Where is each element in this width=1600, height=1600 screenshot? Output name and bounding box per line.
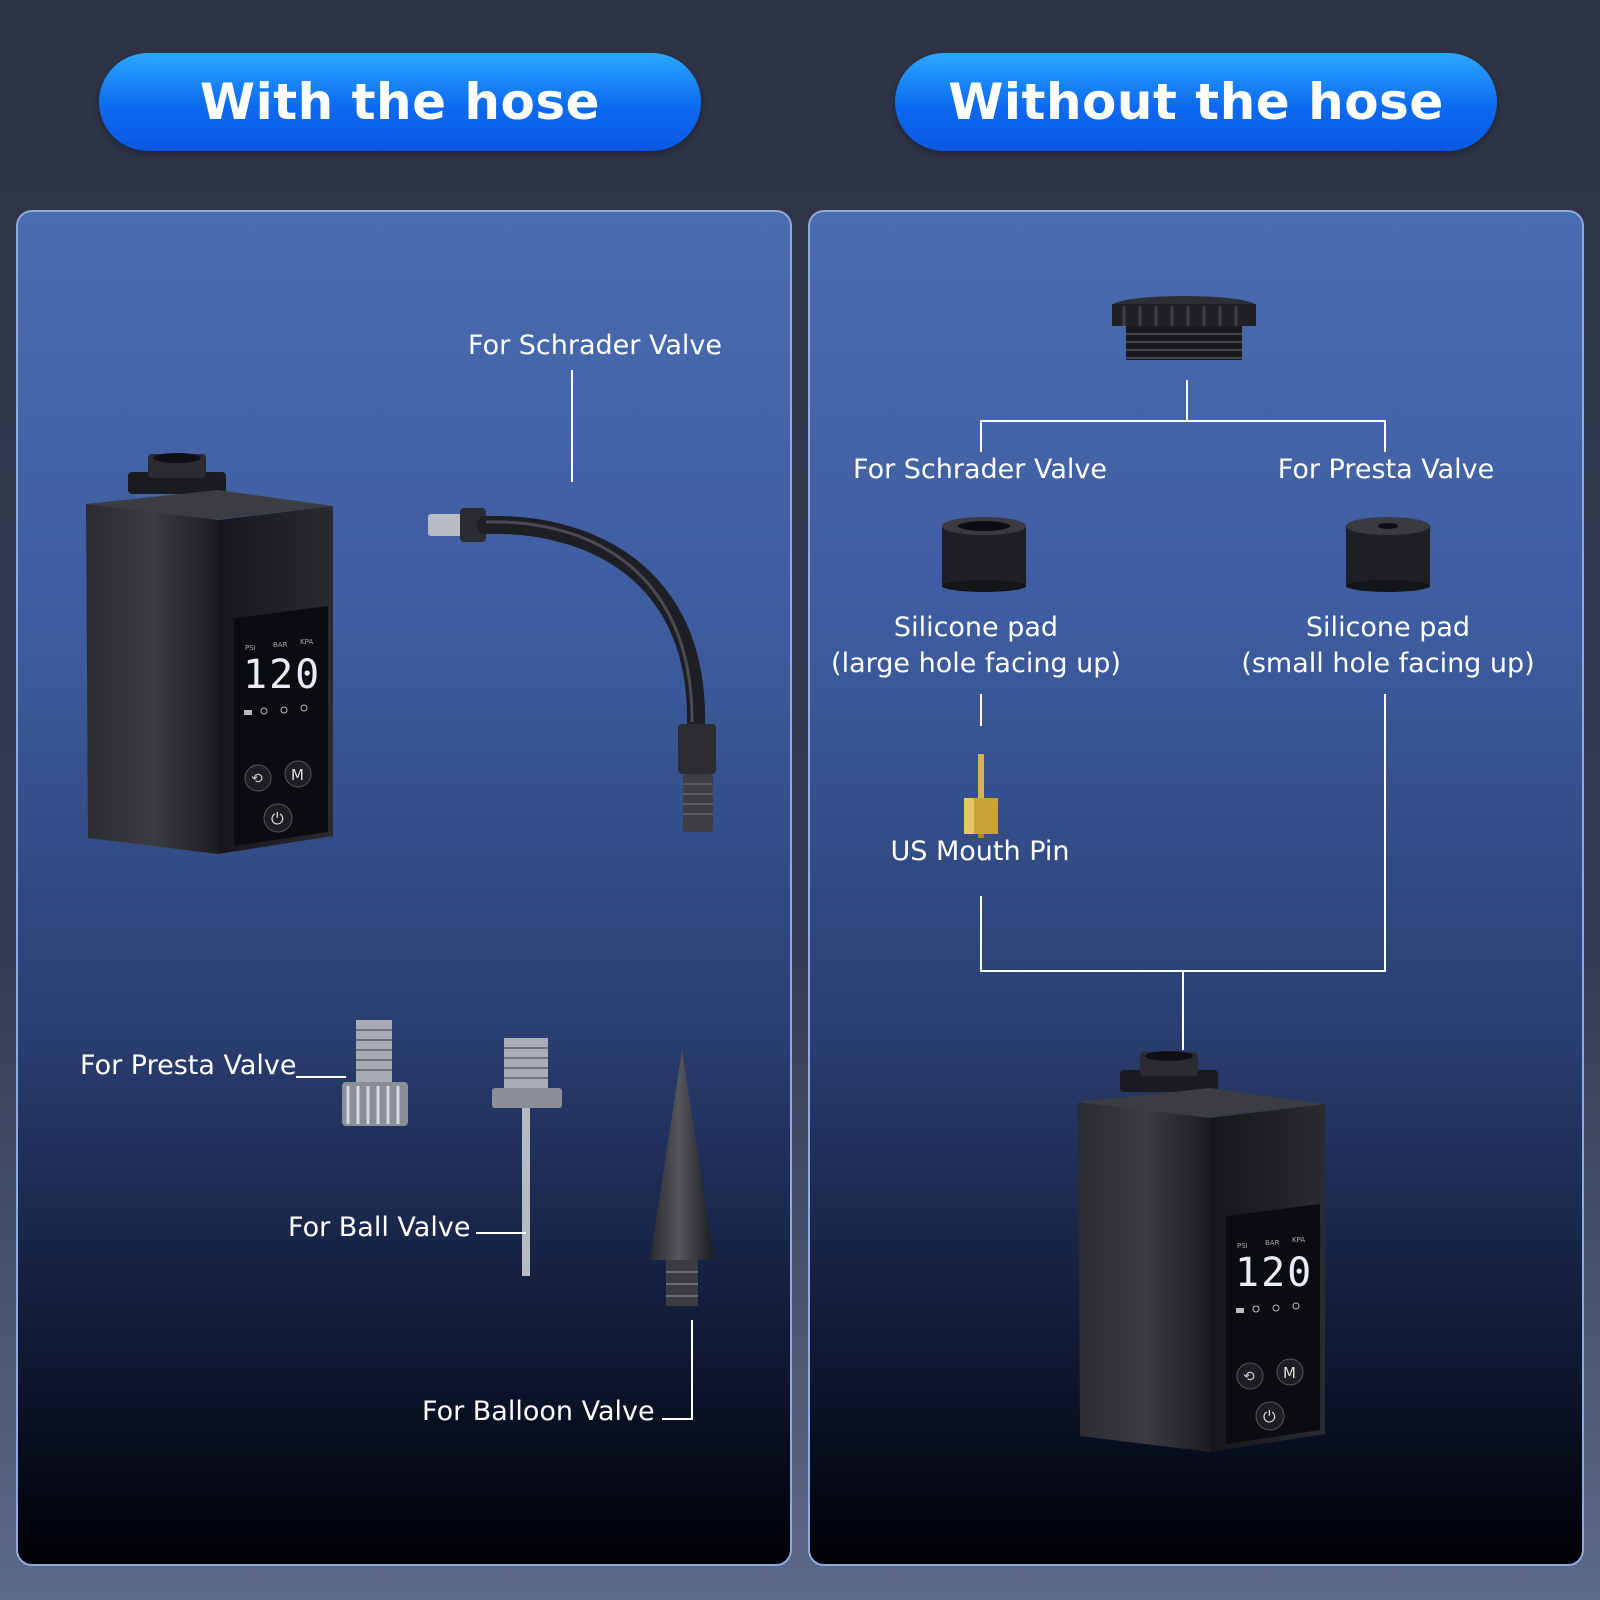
pad-large-title: Silicone pad — [893, 612, 1059, 643]
right-split-left — [980, 420, 982, 452]
svg-text:⟲: ⟲ — [251, 771, 263, 787]
left-balloon-line-h — [662, 1418, 693, 1420]
svg-text:BAR: BAR — [1265, 1239, 1280, 1247]
svg-text:⏻: ⏻ — [1263, 1407, 1276, 1426]
thread-cap-icon — [1112, 296, 1256, 360]
pad-to-pin-line — [980, 694, 982, 726]
svg-text:M: M — [291, 766, 304, 784]
hose-icon — [428, 508, 716, 832]
pad-small-title: Silicone pad — [1305, 612, 1471, 643]
header-with-hose: With the hose — [99, 53, 701, 151]
svg-text:⟲: ⟲ — [1243, 1369, 1255, 1385]
left-balloon-label: For Balloon Valve — [422, 1396, 655, 1427]
pad-small-down-line — [1384, 694, 1386, 972]
svg-text:M: M — [1283, 1364, 1296, 1382]
mouth-pin-label: US Mouth Pin — [890, 836, 1070, 867]
silicone-pad-large-icon — [942, 517, 1026, 592]
mode-button[interactable] — [284, 760, 312, 788]
mouth-pin-icon — [964, 754, 998, 838]
balloon-cone-icon — [650, 1050, 714, 1306]
pump-device-right-icon: PSI BAR KPA 120 ⟲ M ⏻ — [1078, 1051, 1325, 1452]
presta-adapter-icon — [342, 1020, 408, 1126]
right-presta-label: For Presta Valve — [1277, 454, 1495, 485]
pad-large-sub: (large hole facing up) — [831, 648, 1121, 679]
ball-needle-icon — [492, 1038, 562, 1276]
power-right-icon[interactable] — [1255, 1401, 1285, 1431]
cycle-right-icon[interactable] — [1236, 1362, 1264, 1390]
pad-small-label: Silicone pad (small hole facing up) — [1241, 610, 1534, 682]
mode-right-button[interactable] — [1276, 1358, 1304, 1386]
with-hose-panel: For Schrader Valve PSI BAR KPA — [16, 210, 792, 1566]
pad-small-sub: (small hole facing up) — [1241, 648, 1535, 679]
pin-down-line — [980, 896, 982, 972]
right-cap-line — [1186, 380, 1188, 422]
right-split-line — [980, 420, 1386, 422]
power-icon[interactable] — [263, 803, 293, 833]
cycle-icon[interactable] — [244, 764, 272, 792]
right-schrader-label: For Schrader Valve — [853, 454, 1107, 485]
silicone-pad-small-icon — [1346, 517, 1430, 592]
pump-readout: 120 — [243, 652, 321, 698]
left-schrader-label: For Schrader Valve — [468, 330, 722, 361]
unit-psi: PSI — [245, 644, 256, 652]
bottom-join-line — [980, 970, 1386, 972]
to-pump-line — [1182, 972, 1184, 1050]
right-split-right — [1384, 420, 1386, 452]
left-schrader-line — [571, 370, 573, 482]
svg-text:KPA: KPA — [1292, 1236, 1305, 1244]
left-presta-line — [296, 1076, 346, 1078]
left-ball-line — [476, 1232, 526, 1234]
svg-text:KPA: KPA — [300, 638, 313, 646]
svg-text:⏻: ⏻ — [271, 809, 284, 828]
header-with-hose-text: With the hose — [199, 73, 601, 131]
pump-device-icon: PSI BAR KPA 120 ⟲ M ⏻ — [86, 453, 333, 854]
left-ball-label: For Ball Valve — [288, 1212, 471, 1243]
pump-right-readout: 120 — [1235, 1250, 1313, 1296]
svg-text:PSI: PSI — [1237, 1242, 1248, 1250]
header-without-hose-text: Without the hose — [948, 73, 1444, 131]
left-balloon-line-v — [691, 1320, 693, 1420]
left-presta-label: For Presta Valve — [80, 1050, 297, 1081]
svg-text:BAR: BAR — [273, 641, 288, 649]
without-hose-panel: For Schrader Valve For Presta Valve Sili… — [808, 210, 1584, 1566]
header-without-hose: Without the hose — [895, 53, 1497, 151]
pad-large-label: Silicone pad (large hole facing up) — [831, 610, 1121, 682]
